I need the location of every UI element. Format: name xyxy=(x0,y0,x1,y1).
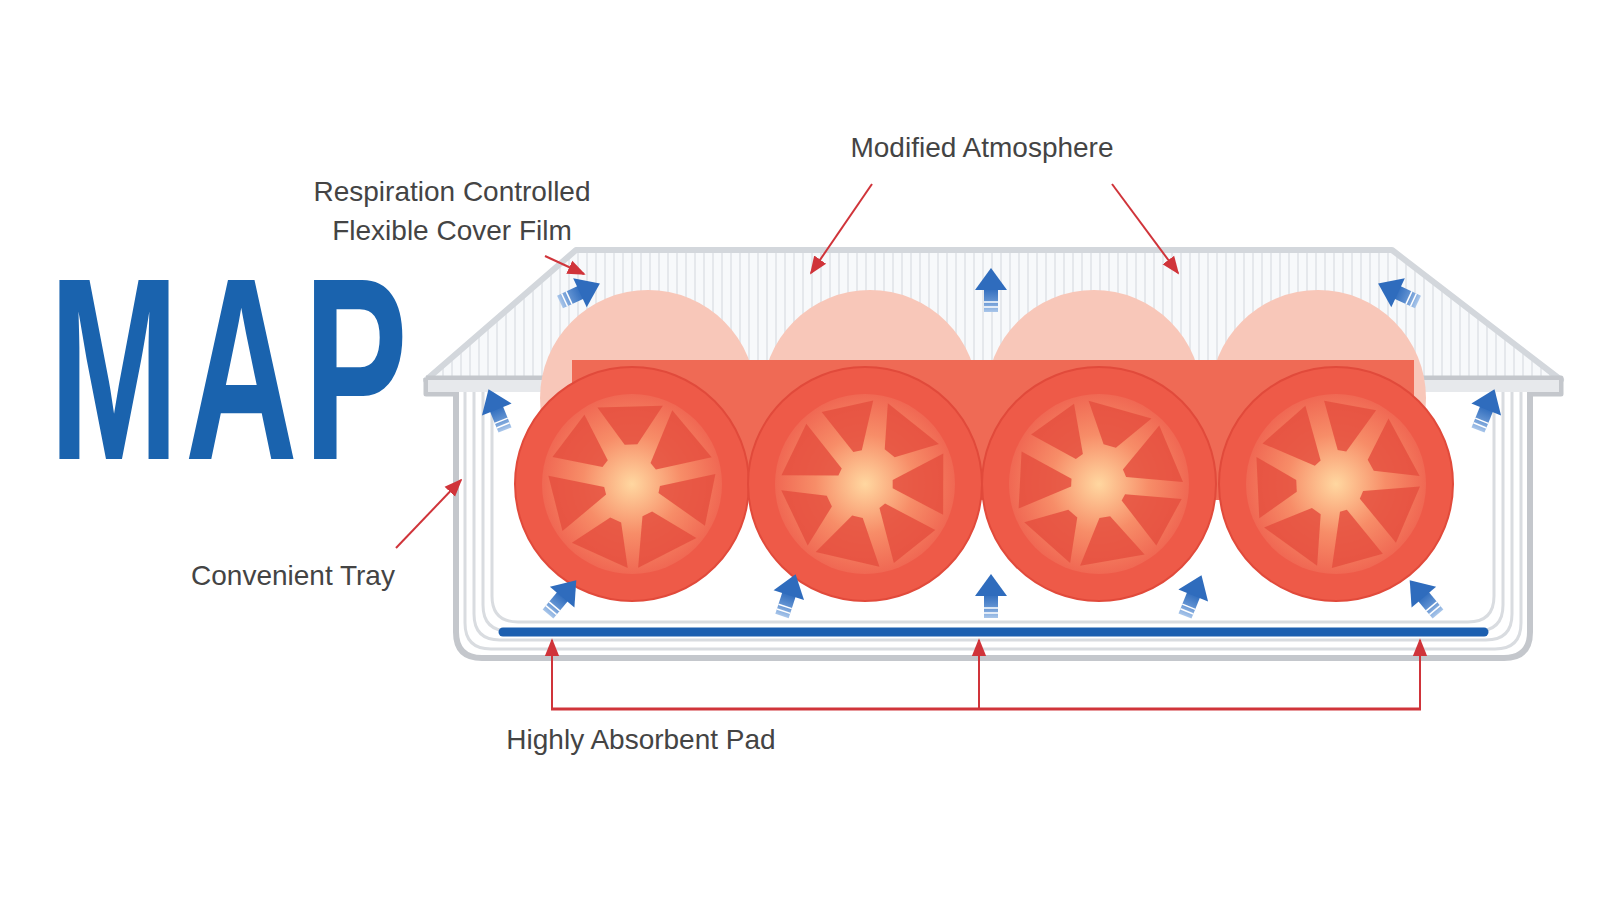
callout-label: Highly Absorbent Pad xyxy=(451,720,831,759)
heading: MAP xyxy=(49,239,414,499)
tomato-slice xyxy=(515,367,749,601)
tomato-slice xyxy=(1219,367,1453,601)
callout-label: Convenient Tray xyxy=(158,556,428,595)
callout-label: Respiration Controlled Flexible Cover Fi… xyxy=(282,172,622,250)
absorbent-pad xyxy=(503,628,1484,637)
gas-flow-arrows xyxy=(474,268,1510,624)
callout-label: Modified Atmosphere xyxy=(812,128,1152,167)
tomato-slices xyxy=(515,367,1453,601)
tomato-slice xyxy=(982,367,1216,601)
leader-lines xyxy=(396,184,1421,709)
tomato-slice xyxy=(748,367,982,601)
